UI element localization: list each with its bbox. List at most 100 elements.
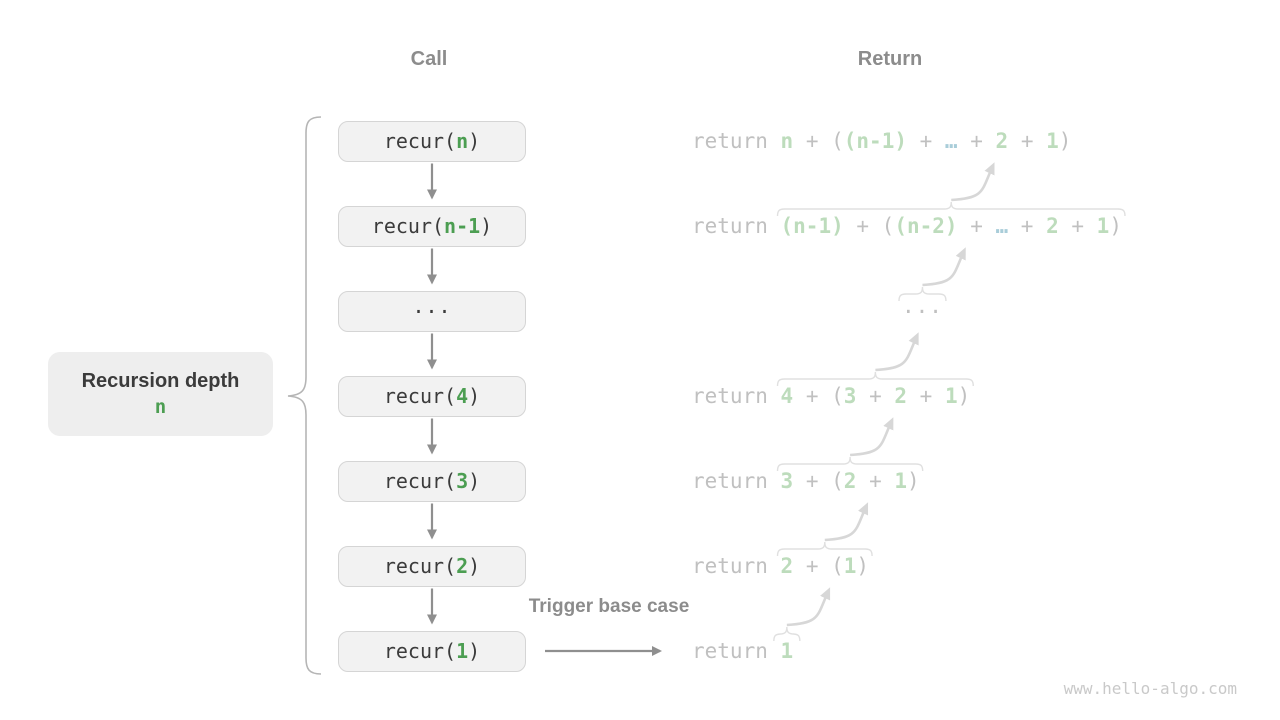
code-segment: recur( (383, 129, 457, 153)
recursion-depth-brace (287, 116, 322, 675)
return-keyword: return (692, 129, 781, 153)
code-segment: ) (907, 469, 920, 493)
code-segment: 1 (843, 554, 857, 578)
return-expression: 2 + (1) (781, 554, 870, 578)
return-expression: 4 + (3 + 2 + 1) (781, 384, 971, 408)
watermark: www.hello-algo.com (1063, 679, 1237, 698)
recursion-depth-title: Recursion depth (81, 370, 240, 392)
return-line: ... (902, 294, 943, 326)
return-expression: (n-1) + ((n-2) + … + 2 + 1) (781, 214, 1122, 238)
code-segment: ) (957, 384, 971, 408)
code-segment: 4 (456, 384, 469, 408)
code-segment: 1 (894, 469, 908, 493)
curved-return-arrow (875, 332, 919, 372)
code-segment: recur( (383, 554, 457, 578)
code-segment: (n-2) (894, 214, 958, 238)
code-segment: ) (468, 554, 481, 578)
return-column-header: Return (857, 48, 923, 70)
code-segment: 2 (843, 469, 857, 493)
return-line: return 1 (692, 636, 793, 666)
code-segment: ) (468, 384, 481, 408)
code-segment: n-1 (444, 214, 481, 238)
call-box: recur(4) (338, 375, 526, 417)
code-segment: recur( (383, 384, 457, 408)
code-segment: n (780, 129, 794, 153)
return-keyword: return (692, 469, 781, 493)
code-segment: n (456, 129, 469, 153)
code-segment: + (1058, 214, 1097, 238)
curved-return-arrow (951, 162, 995, 202)
recursion-depth-label: Recursion depth n (48, 352, 273, 436)
return-keyword: return (692, 384, 781, 408)
code-segment: 1 (944, 384, 958, 408)
return-keyword: return (692, 554, 781, 578)
call-box: recur(n-1) (338, 205, 526, 247)
return-expression: ... (902, 294, 943, 318)
code-segment: ( (831, 129, 844, 153)
code-segment: + (843, 214, 882, 238)
code-segment: 4 (780, 384, 794, 408)
code-segment: + (907, 384, 945, 408)
code-segment: + (1008, 214, 1047, 238)
code-segment: (n-1) (843, 129, 907, 153)
code-segment: recur( (371, 214, 445, 238)
code-segment: 3 (843, 384, 857, 408)
code-segment: 1 (1046, 129, 1059, 153)
code-segment: ) (468, 129, 481, 153)
code-segment: 3 (780, 469, 794, 493)
code-segment: 1 (1096, 214, 1110, 238)
return-line: return (n-1) + ((n-2) + … + 2 + 1) (692, 211, 1122, 241)
code-segment: ( (881, 214, 895, 238)
call-box: ... (338, 290, 526, 332)
code-segment: ) (480, 214, 493, 238)
code-segment: + (1008, 129, 1047, 153)
code-segment: 1 (780, 639, 794, 663)
code-segment: ) (468, 469, 481, 493)
code-segment: ( (831, 469, 844, 493)
code-segment: … (944, 129, 958, 153)
code-segment: + (793, 384, 832, 408)
code-segment: (n-1) (780, 214, 844, 238)
call-box: recur(2) (338, 545, 526, 587)
call-column-header: Call (410, 48, 448, 70)
return-expression: 1 (781, 639, 794, 663)
code-segment: ( (831, 384, 844, 408)
code-segment: ... (412, 294, 452, 318)
return-line: return 4 + (3 + 2 + 1) (692, 381, 970, 411)
return-expression: n + ((n-1) + … + 2 + 1) (781, 129, 1072, 153)
curved-return-arrow (824, 502, 869, 542)
code-segment: ) (856, 554, 870, 578)
curved-return-arrow (922, 247, 966, 287)
code-segment: + (957, 214, 996, 238)
call-box: recur(1) (338, 630, 526, 672)
code-segment: + (856, 469, 895, 493)
call-box: recur(n) (338, 120, 526, 162)
code-segment: ) (1058, 129, 1072, 153)
return-line: return 3 + (2 + 1) (692, 466, 920, 496)
code-segment: ( (831, 554, 844, 578)
code-segment: + (793, 469, 832, 493)
return-line: return 2 + (1) (692, 551, 869, 581)
code-segment: … (995, 214, 1009, 238)
code-segment: ... (902, 294, 943, 318)
return-keyword: return (692, 214, 781, 238)
code-segment: 1 (456, 639, 469, 663)
return-keyword: return (692, 639, 781, 663)
return-expression: 3 + (2 + 1) (781, 469, 920, 493)
code-segment: 2 (894, 384, 908, 408)
code-segment: + (957, 129, 996, 153)
code-segment: + (793, 129, 832, 153)
code-segment: recur( (383, 469, 457, 493)
code-segment: 3 (456, 469, 469, 493)
code-segment: ) (468, 639, 481, 663)
curved-return-arrow (850, 417, 894, 457)
code-segment: + (906, 129, 945, 153)
return-line: return n + ((n-1) + … + 2 + 1) (692, 126, 1071, 156)
recursion-depth-value: n (154, 396, 167, 418)
code-segment: 2 (780, 554, 794, 578)
code-segment: 2 (456, 554, 469, 578)
code-segment: + (856, 384, 895, 408)
code-segment: ) (1109, 214, 1122, 238)
curved-return-arrow (786, 587, 831, 627)
